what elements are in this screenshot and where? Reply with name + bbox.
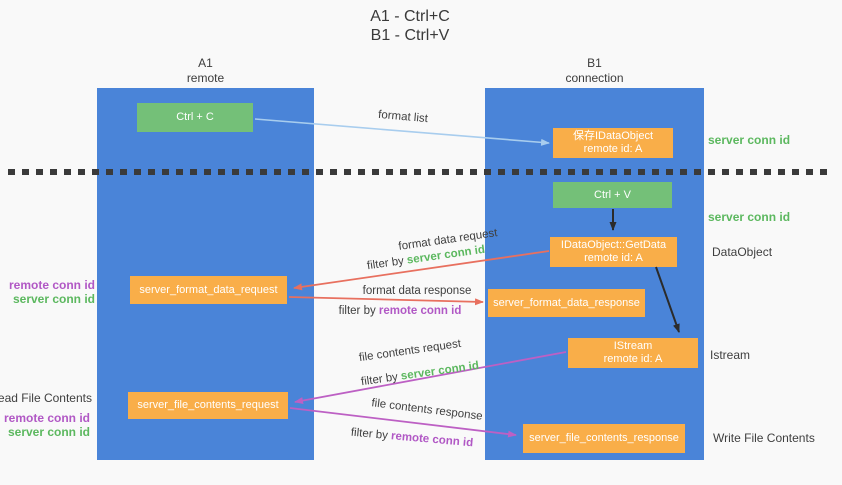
filter-by-text: filter by <box>338 305 379 317</box>
format-list-text: format list <box>377 108 429 126</box>
filter-by-text: filter by <box>360 370 402 389</box>
file-contents-response-text: file contents response <box>370 397 484 423</box>
left-server-conn-id-1: server conn id <box>12 292 95 306</box>
right-istream-label: Istream <box>710 348 751 362</box>
node-server-format-data-response-label: server_format_data_response <box>493 296 640 309</box>
right-server-conn-id-top: server conn id <box>708 133 791 147</box>
session-divider-dotted-line <box>8 169 834 175</box>
node-idataobject-getdata-line1: IDataObject::GetData <box>560 239 667 251</box>
lane-a-subtitle: remote <box>186 71 225 85</box>
lane-b-header: B1 connection <box>485 56 704 86</box>
node-istream: IStream remote id: A <box>568 338 698 368</box>
filter-by-server-conn-id-label-2: filter by server conn id <box>360 360 479 388</box>
format-list-label: format list <box>378 109 429 125</box>
title-line-2: B1 - Ctrl+V <box>370 27 450 44</box>
node-server-file-contents-request: server_file_contents_request <box>128 392 288 419</box>
right-server-conn-id-mid: server conn id <box>708 210 791 224</box>
node-save-idataobject-line2: remote id: A <box>583 143 643 155</box>
lane-b-subtitle: connection <box>565 71 624 85</box>
node-idataobject-getdata-line2: remote id: A <box>584 252 643 264</box>
node-ctrl-v-label: Ctrl + V <box>594 188 631 201</box>
remote-conn-id-text: remote conn id <box>378 305 462 317</box>
left-conn-id-group-2: remote conn id server conn id <box>4 411 90 439</box>
right-write-file-contents-label: Write File Contents <box>713 431 815 445</box>
node-server-file-contents-response-label: server_file_contents_response <box>529 432 679 444</box>
diagram-title: A1 - Ctrl+C B1 - Ctrl+V <box>300 7 520 45</box>
node-server-format-data-request-label: server_format_data_request <box>139 283 278 296</box>
lane-a-name: A1 <box>198 56 213 70</box>
file-contents-response-label: file contents response <box>371 397 484 423</box>
node-ctrl-c: Ctrl + C <box>137 103 253 132</box>
node-istream-line2: remote id: A <box>603 353 663 365</box>
lane-b-name: B1 <box>587 56 602 70</box>
lane-a-header: A1 remote <box>97 56 314 86</box>
format-data-response-label: format data response <box>363 285 472 297</box>
left-server-conn-id-2: server conn id <box>7 425 90 439</box>
node-istream-line1: IStream <box>613 340 653 352</box>
left-remote-conn-id-2: remote conn id <box>3 411 90 425</box>
node-save-idataobject-line1: 保存IDataObject <box>572 130 654 142</box>
node-save-idataobject: 保存IDataObject remote id: A <box>553 128 673 158</box>
node-server-file-contents-request-label: server_file_contents_request <box>137 399 279 411</box>
server-conn-id-text: server conn id <box>400 359 480 383</box>
file-contents-request-text: file contents request <box>358 337 462 365</box>
node-ctrl-c-label: Ctrl + C <box>176 111 214 123</box>
left-remote-conn-id-1: remote conn id <box>8 278 95 292</box>
title-line-1: A1 - Ctrl+C <box>370 8 450 25</box>
node-server-format-data-response: server_format_data_response <box>488 289 645 317</box>
right-dataobject-label: DataObject <box>712 245 773 259</box>
filter-by-remote-conn-id-label-1: filter by remote conn id <box>339 305 462 317</box>
node-ctrl-v: Ctrl + V <box>553 182 672 208</box>
file-contents-request-label: file contents request <box>358 338 462 364</box>
format-data-response-arrow <box>288 296 484 306</box>
node-idataobject-getdata: IDataObject::GetData remote id: A <box>550 237 677 267</box>
filter-by-text: filter by <box>366 254 408 273</box>
node-server-file-contents-response: server_file_contents_response <box>523 424 685 453</box>
node-server-format-data-request: server_format_data_request <box>130 276 287 304</box>
left-conn-id-group-1: remote conn id server conn id <box>9 278 95 306</box>
remote-conn-id-text: remote conn id <box>390 430 474 450</box>
format-data-response-text: format data response <box>362 285 472 297</box>
filter-by-remote-conn-id-label-2: filter by remote conn id <box>350 427 473 450</box>
left-read-file-contents-label: Read File Contents <box>0 391 92 405</box>
filter-by-text: filter by <box>350 426 392 443</box>
